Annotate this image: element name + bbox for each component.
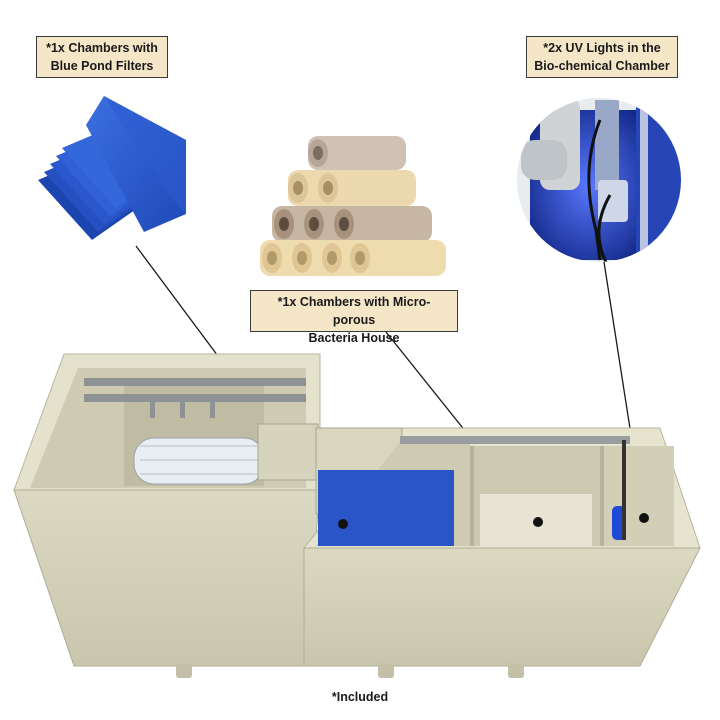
label-bacteria-house-line1: *1x Chambers with Micro-porous	[277, 295, 431, 327]
blue-pond-filter-pads	[38, 96, 186, 240]
bacteria-pointer-dot	[533, 517, 543, 527]
included-footnote: *Included	[331, 690, 389, 704]
label-bacteria-house: *1x Chambers with Micro-porous Bacteria …	[250, 290, 458, 345]
label-uv-lights-line2: Bio-chemical Chamber	[534, 59, 670, 73]
label-uv-lights-line1: *2x UV Lights in the	[543, 41, 661, 55]
label-uv-lights: *2x UV Lights in the Bio-chemical Chambe…	[526, 36, 678, 78]
label-bacteria-house-line2: Bacteria House	[308, 331, 400, 345]
label-blue-pond-filters: *1x Chambers with Blue Pond Filters	[36, 36, 168, 78]
uv-pointer-dot	[639, 513, 649, 523]
label-blue-pond-filters-line1: *1x Chambers with	[46, 41, 158, 55]
label-blue-pond-filters-line2: Blue Pond Filters	[50, 59, 154, 73]
uv-light-photo	[517, 98, 681, 262]
filter-pointer-dot	[338, 519, 348, 529]
filter-tank	[13, 353, 701, 678]
bacteria-house-blocks	[260, 136, 446, 276]
